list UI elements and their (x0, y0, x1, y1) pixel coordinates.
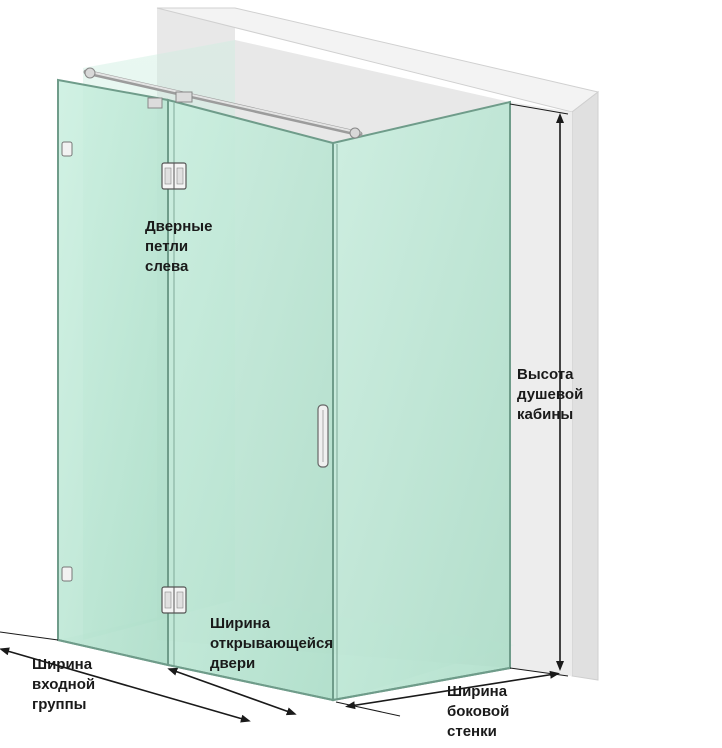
entry-width-label-line: группы (32, 696, 87, 713)
door-panel (167, 98, 334, 702)
door-width-label-line: открывающейся (210, 635, 334, 652)
door-width-label: Ширина открывающейся двери (210, 614, 333, 674)
hinges-label-line: Дверные (145, 218, 213, 235)
hinge-bottom (161, 586, 187, 614)
hinges-label-line: слева (145, 258, 189, 275)
entry-width-label-line: Ширина (32, 656, 93, 673)
entry-width-label-line: входной (32, 676, 96, 693)
stabilizer-bar (83, 67, 363, 139)
side-width-label-line: Ширина (447, 683, 508, 700)
wall-clip-bottom (61, 566, 73, 582)
side-width-dimension (335, 670, 560, 717)
door-width-label-line: двери (210, 655, 256, 672)
hinges-label-line: петли (145, 238, 189, 255)
height-label-line: кабины (517, 406, 574, 423)
fixed-front-panel (57, 78, 169, 667)
hinge-top (161, 162, 187, 190)
side-width-label-line: стенки (447, 723, 497, 740)
side-width-label: Ширина боковой стенки (447, 682, 509, 742)
entry-width-dimension (0, 631, 251, 723)
side-glass-panel (332, 100, 511, 702)
side-width-label-line: боковой (447, 703, 510, 720)
door-handle (317, 404, 329, 468)
height-label: Высота душевой кабины (517, 365, 583, 425)
height-label-line: Высота (517, 366, 574, 383)
door-width-label-line: Ширина (210, 615, 271, 632)
entry-width-label: Ширина входной группы (32, 655, 95, 715)
wall-clip-top (61, 141, 73, 157)
height-label-line: душевой (517, 386, 584, 403)
hinges-label: Дверные петли слева (145, 217, 212, 277)
